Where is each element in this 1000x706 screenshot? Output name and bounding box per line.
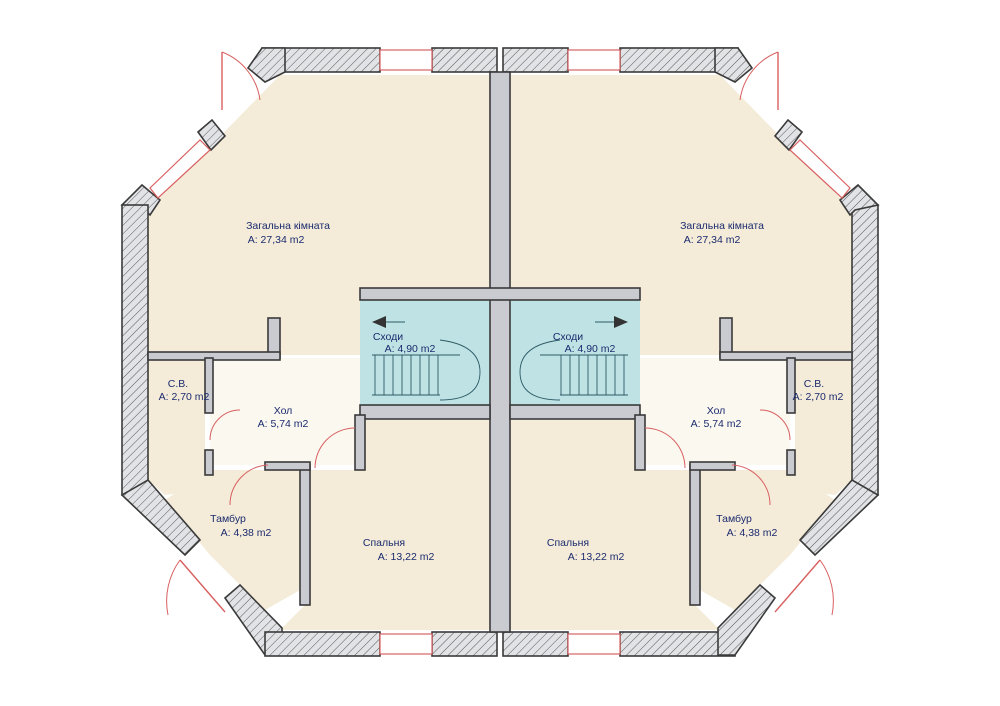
wc-right-area: A: 2,70 m2	[793, 391, 844, 403]
window-bottom-left	[379, 633, 433, 655]
hall-right-floor	[640, 358, 790, 465]
wc-left-door-swing	[209, 409, 241, 441]
stairs-right-floor	[510, 300, 640, 405]
living-left-area: A: 27,34 m2	[248, 234, 305, 246]
wc-left-wall-lower	[204, 449, 214, 476]
vestibule-left-door-swing	[229, 464, 269, 506]
bedroom-left-name: Спальня	[363, 537, 405, 549]
bedroom-left-top-wall	[354, 414, 366, 471]
top-right-diagonal-wall	[714, 47, 754, 83]
living-left-name: Загальна кімната	[246, 220, 330, 232]
bottom-wall-left	[264, 631, 381, 657]
vestibule-right-top-wall	[689, 461, 736, 471]
vestibule-left-floor	[165, 470, 300, 610]
living-right-name: Загальна кімната	[680, 220, 764, 232]
doors	[166, 51, 834, 616]
exterior-walls	[120, 47, 880, 657]
bedroom-right-wall	[689, 464, 701, 606]
living-room-right-floor	[505, 75, 852, 355]
window-left-diagonal	[149, 139, 211, 199]
stairs-left-area: A: 4,90 m2	[385, 343, 436, 355]
vestibule-right-name: Тамбур	[716, 513, 752, 525]
bedroom-right-name: Спальня	[547, 537, 589, 549]
wc-right-wall	[786, 357, 796, 414]
bottom-wall-center-left	[431, 631, 498, 657]
vestibule-left-name: Тамбур	[210, 513, 246, 525]
living-right-area: A: 27,34 m2	[684, 234, 741, 246]
bedroom-right-top-wall	[634, 414, 646, 471]
terrace-door-left-swing	[221, 51, 261, 101]
hall-left-floor	[210, 358, 360, 465]
terrace-door-right-swing	[739, 51, 779, 101]
window-top-left	[379, 49, 433, 71]
entrance-door-left-swing	[166, 559, 181, 616]
right-wall	[851, 204, 879, 496]
window-bottom-right	[567, 633, 621, 655]
interior-walls	[147, 71, 853, 633]
stairs-right	[519, 316, 628, 401]
stair-bottom-wall-right	[509, 404, 641, 420]
hall-left-name: Хол	[274, 405, 293, 417]
vestibule-right-door-swing	[731, 464, 771, 506]
wc-left-area: A: 2,70 m2	[159, 391, 210, 403]
vestibule-left-top-wall	[264, 461, 311, 471]
right-pier	[773, 118, 804, 152]
left-lower-diagonal-wall	[120, 478, 202, 557]
stairs-left-floor	[360, 300, 490, 405]
wc-left-wall	[204, 357, 214, 414]
stair-arrow-left-icon	[372, 316, 386, 328]
top-wall-center-right	[502, 47, 569, 73]
living-left-bottom	[147, 351, 281, 361]
party-wall	[489, 71, 511, 633]
window-top-right	[567, 49, 621, 71]
windows	[149, 49, 851, 655]
entrance-door-right-swing	[819, 559, 834, 616]
top-left-diagonal-wall	[246, 47, 286, 83]
wc-left-name: С.В.	[168, 378, 188, 390]
stair-arrow-right-icon	[614, 316, 628, 328]
bedroom-right-floor	[510, 420, 720, 630]
room-labels: Загальна кімната A: 27,34 m2 Загальна кі…	[159, 220, 844, 563]
left-pier	[196, 118, 227, 152]
vestibule-right-floor	[700, 470, 835, 610]
right-lower-diagonal-wall	[798, 478, 880, 557]
bedroom-left-door-swing	[314, 427, 356, 469]
bedroom-left-wall	[299, 464, 311, 606]
wc-right-floor	[795, 358, 852, 495]
hall-right-name: Хол	[707, 405, 726, 417]
right-upper-diagonal-wall	[838, 183, 880, 217]
wc-right-name: С.В.	[804, 378, 824, 390]
wc-right-door-swing	[759, 409, 791, 441]
top-wall-center-left	[431, 47, 498, 73]
entrance-door-left-leaf	[179, 559, 226, 613]
bedroom-right-area: A: 13,22 m2	[568, 551, 625, 563]
stair-top-wall	[359, 287, 641, 301]
stairs-right-area: A: 4,90 m2	[565, 343, 616, 355]
room-floors	[148, 75, 852, 630]
left-wall	[121, 204, 149, 496]
living-room-left-floor	[148, 75, 495, 355]
wc-left-floor	[148, 358, 205, 495]
bottom-right-diagonal-wall	[717, 583, 777, 656]
entrance-door-right-leaf	[774, 559, 821, 613]
bottom-wall-center-right	[502, 631, 569, 657]
stairs-left	[372, 316, 481, 401]
bedroom-left-floor	[280, 420, 490, 630]
vestibule-left-area: A: 4,38 m2	[221, 527, 272, 539]
hall-right-area: A: 5,74 m2	[691, 418, 742, 430]
bedroom-left-area: A: 13,22 m2	[378, 551, 435, 563]
bedroom-right-door-swing	[644, 427, 686, 469]
vestibule-right-area: A: 4,38 m2	[727, 527, 778, 539]
living-right-bottom	[719, 351, 853, 361]
wc-right-wall-lower	[786, 449, 796, 476]
hall-left-area: A: 5,74 m2	[258, 418, 309, 430]
stair-bottom-wall-left	[359, 404, 491, 420]
bottom-wall-right	[619, 631, 736, 657]
stairs-right-name: Сходи	[553, 331, 583, 343]
stairs-left-name: Сходи	[373, 331, 403, 343]
window-right-diagonal	[789, 139, 851, 199]
